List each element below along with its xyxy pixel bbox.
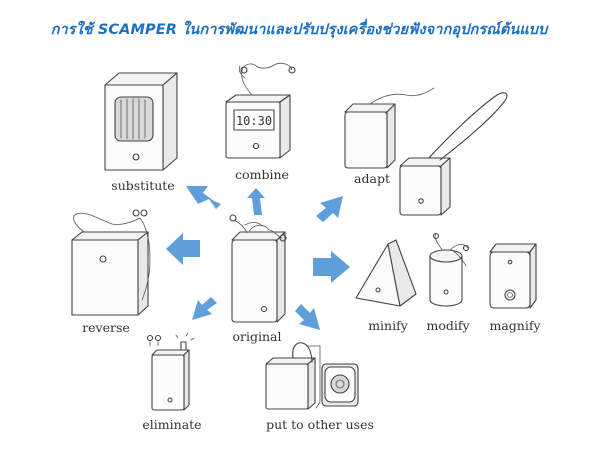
label-combine: combine: [235, 167, 289, 182]
original-device: [229, 214, 287, 323]
combine-device: 10:30: [225, 62, 296, 159]
minify-device: [355, 239, 417, 307]
arrow-to-put-to-other-uses: [295, 304, 320, 330]
label-magnify: magnify: [489, 318, 541, 333]
modify-device: [429, 232, 470, 307]
arrow-to-combine: [247, 188, 265, 215]
arrow-to-adapt: [316, 196, 343, 222]
label-substitute: substitute: [111, 178, 175, 193]
label-eliminate: eliminate: [142, 417, 202, 432]
label-modify: modify: [426, 318, 470, 333]
clock-display-digits: 10:30: [236, 114, 272, 128]
substitute-device: [104, 72, 178, 171]
put-to-other-uses-device: [265, 342, 359, 410]
label-adapt: adapt: [354, 171, 390, 186]
label-minify: minify: [368, 318, 408, 333]
adapt-device-lanyard: [399, 92, 508, 216]
page-title: การใช้ SCAMPER ในการพัฒนาและปรับปรุงเครื…: [50, 22, 548, 38]
adapt-device-front: [344, 87, 435, 169]
arrow-to-eliminate: [192, 297, 217, 320]
label-reverse: reverse: [82, 320, 130, 335]
eliminate-device: [146, 332, 195, 411]
label-original: original: [232, 329, 282, 344]
arrow-to-substitute: [186, 186, 221, 209]
reverse-device: [71, 209, 151, 316]
arrow-to-reverse: [166, 233, 200, 265]
label-put-to-other-uses: put to other uses: [266, 417, 374, 432]
magnify-device: [489, 243, 537, 309]
arrow-to-magnify-group: [313, 251, 350, 283]
